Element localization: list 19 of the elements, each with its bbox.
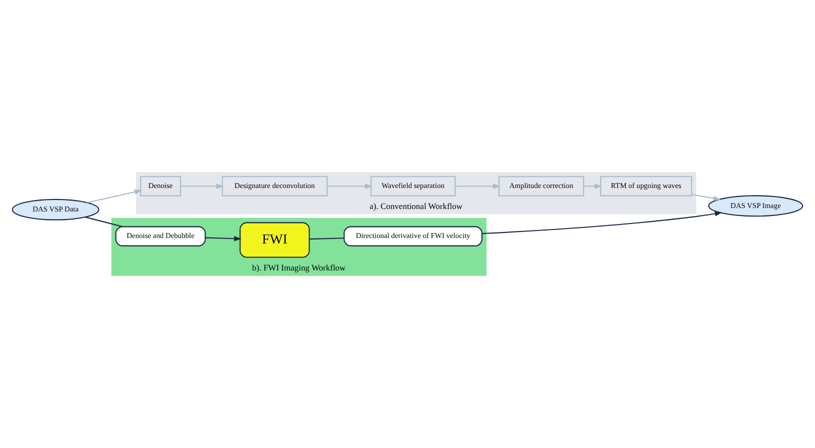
node-box: Directional derivative of FWI velocity	[344, 226, 482, 246]
arrow	[87, 189, 142, 204]
connector	[309, 238, 344, 240]
arrow	[180, 184, 224, 189]
node-box: Denoise and Debubble	[115, 226, 206, 246]
arrow	[455, 184, 500, 189]
node-box: Denoise	[140, 176, 182, 196]
arrow	[482, 211, 722, 234]
connector	[85, 216, 123, 228]
node-box: FWI	[240, 222, 310, 258]
arrow	[327, 184, 372, 189]
node-box: RTM of upgoing waves	[600, 176, 692, 196]
arrow	[692, 194, 721, 201]
arrow	[584, 184, 602, 189]
arrow	[205, 236, 242, 242]
node-box: Amplitude correction	[498, 176, 584, 196]
node-ellipse: DAS VSP Data	[12, 198, 100, 220]
node-box: Designature deconvolution	[222, 176, 328, 196]
node-box: Wavefield separation	[370, 176, 456, 196]
